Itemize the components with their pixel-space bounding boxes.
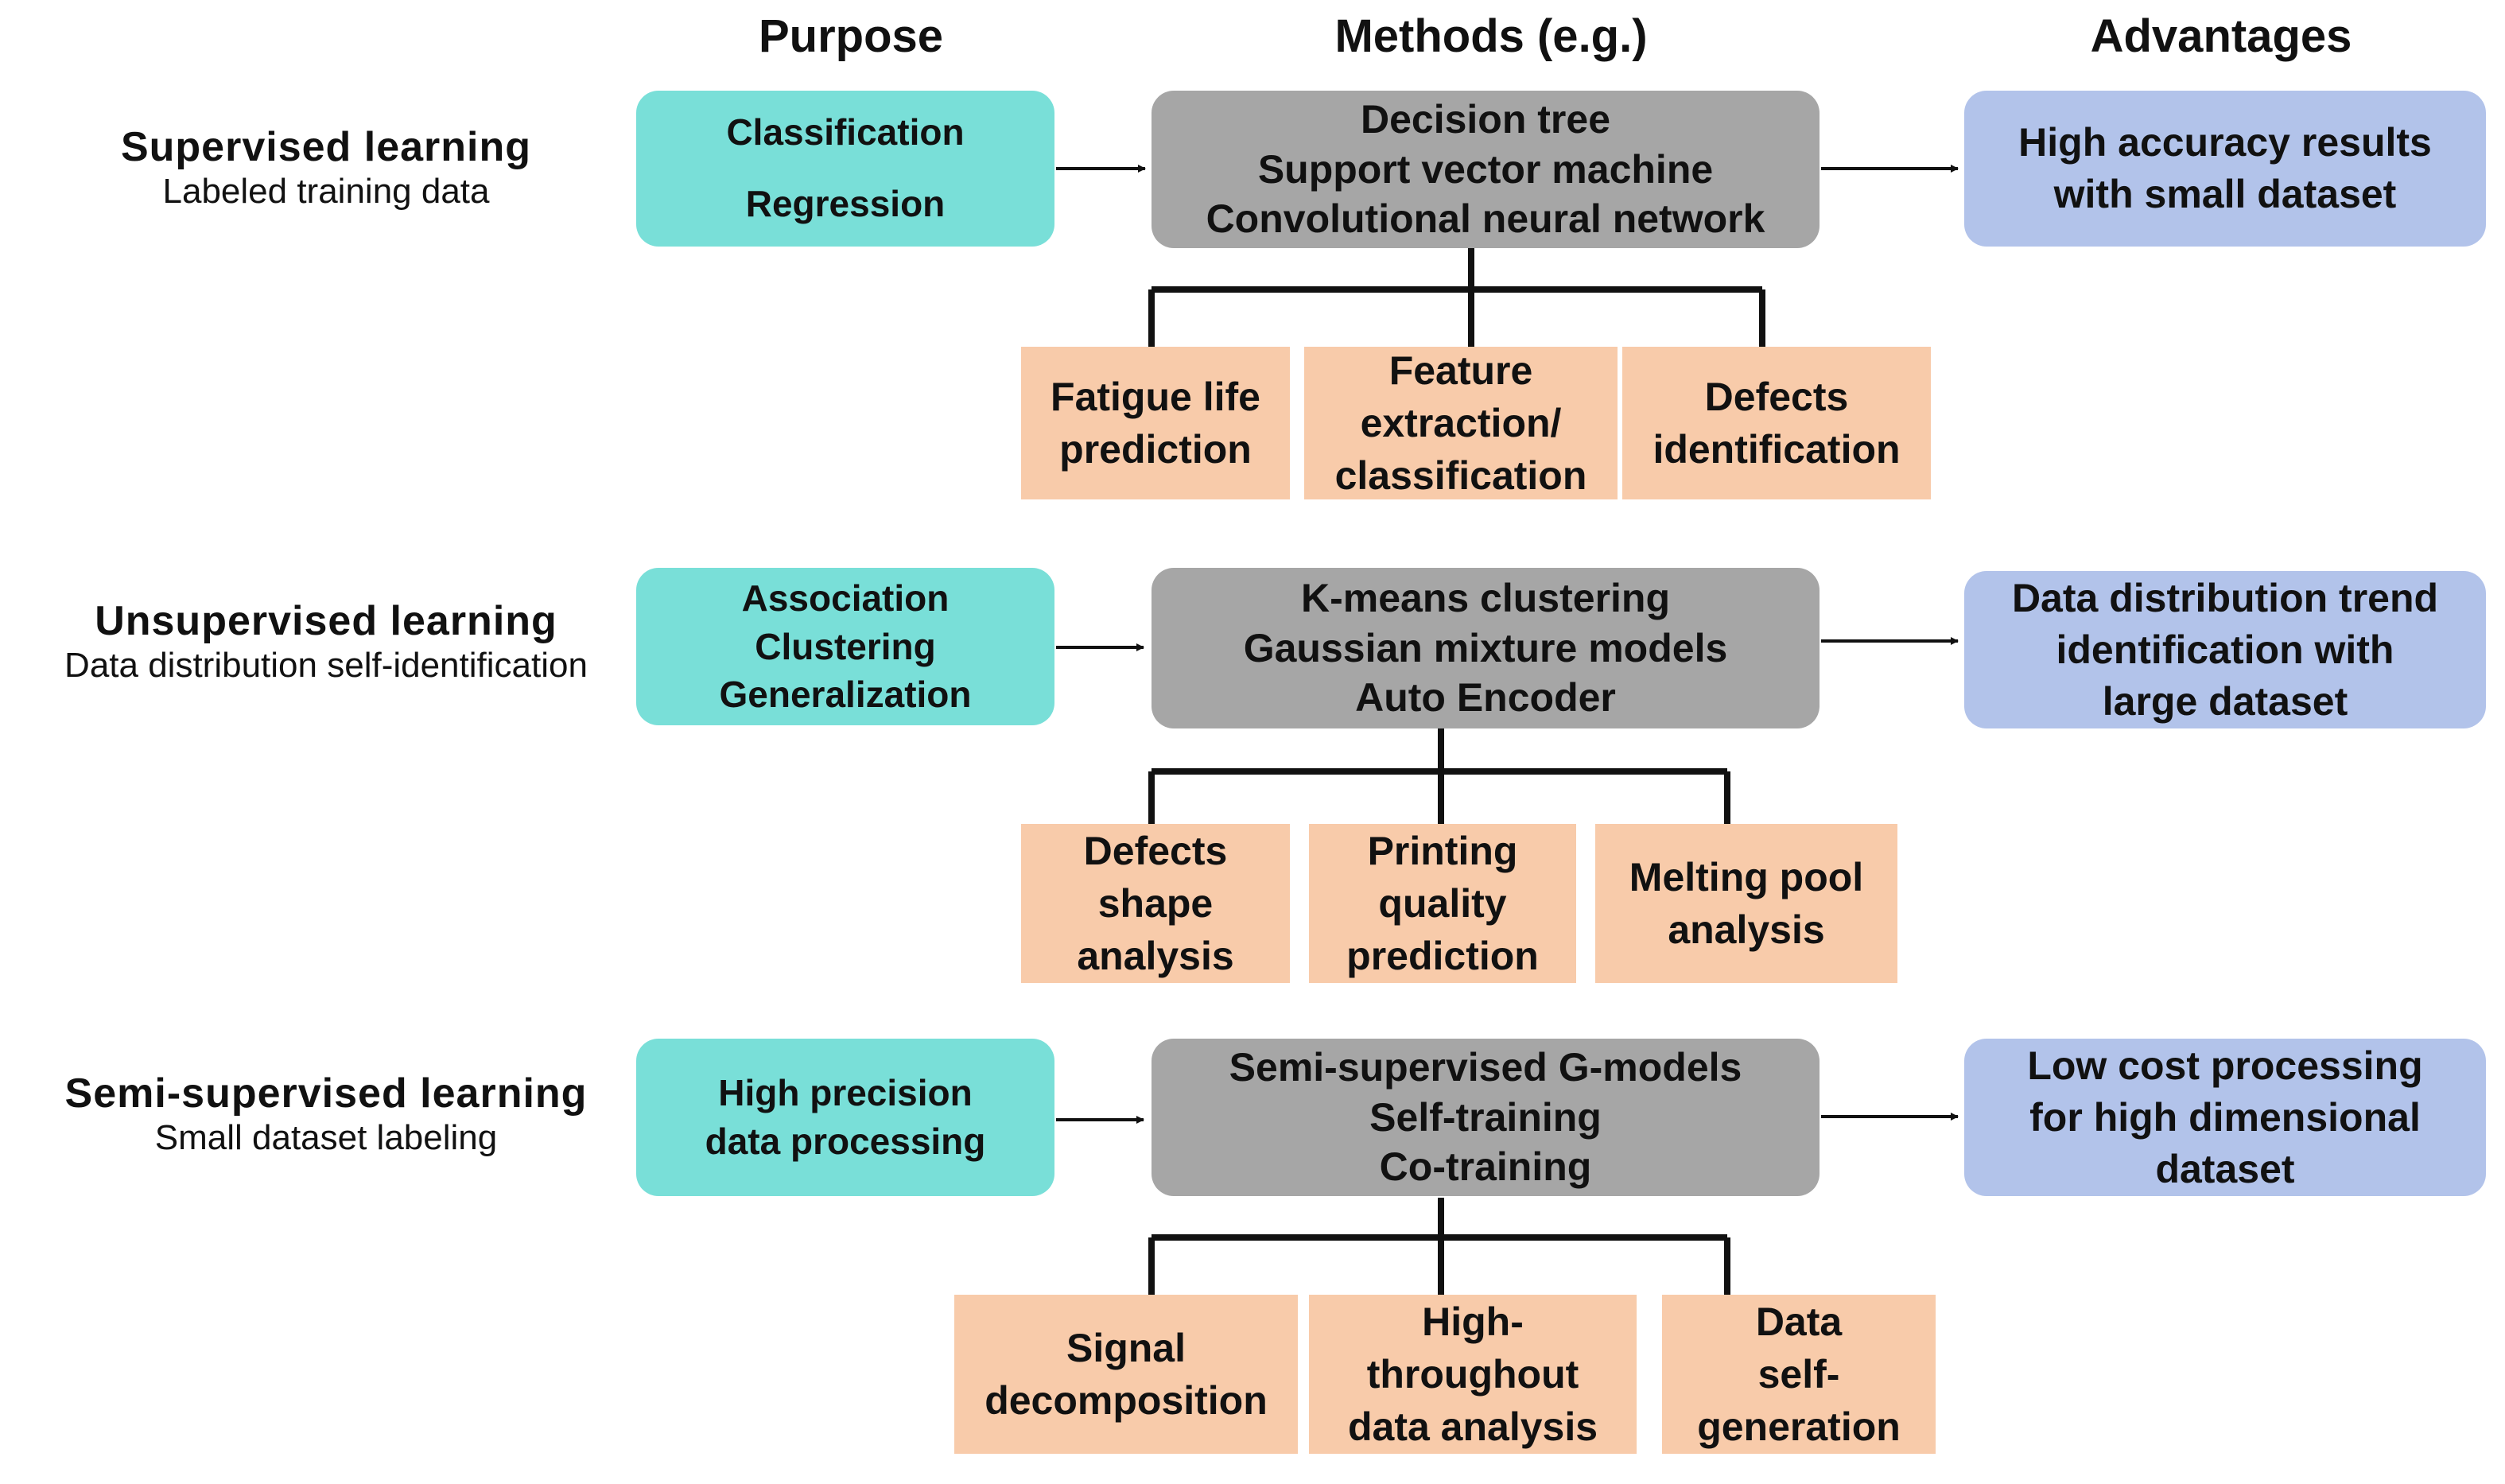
header-advantages: Advantages — [2090, 10, 2352, 62]
category-unsupervised: Unsupervised learning Data distribution … — [8, 598, 644, 686]
application-box-data-self-generation: Data self- generation — [1662, 1295, 1936, 1454]
purpose-line: Regression — [745, 183, 946, 224]
application-line: decomposition — [985, 1378, 1268, 1423]
application-line: Signal — [1066, 1326, 1186, 1370]
method-line: Gaussian mixture models — [1243, 625, 1728, 670]
application-line: identification — [1653, 427, 1901, 472]
header-methods: Methods (e.g.) — [1334, 10, 1648, 62]
application-box-melting-pool: Melting pool analysis — [1595, 824, 1897, 983]
category-name: Supervised learning — [120, 124, 532, 170]
method-line: Decision tree — [1360, 97, 1610, 142]
purpose-line: High precision — [718, 1072, 973, 1114]
category-name: Unsupervised learning — [95, 598, 557, 644]
advantage-box-unsupervised: Data distribution trend identification w… — [1964, 571, 2486, 728]
tree-connector-3 — [1148, 1198, 1730, 1295]
methods-box-unsupervised: K-means clustering Gaussian mixture mode… — [1152, 568, 1820, 728]
application-line: Fatigue life — [1051, 375, 1260, 419]
application-line: shape — [1097, 881, 1214, 926]
application-box-defects-shape: Defects shape analysis — [1021, 824, 1290, 983]
application-line: High- — [1422, 1299, 1524, 1344]
method-line: K-means clustering — [1300, 576, 1670, 621]
application-line: extraction/ — [1360, 401, 1562, 445]
method-line: Self-training — [1369, 1094, 1602, 1140]
application-box-high-throughout: High- throughout data analysis — [1309, 1295, 1637, 1454]
category-supervised: Supervised learning Labeled training dat… — [8, 124, 644, 212]
application-line: analysis — [1077, 934, 1234, 978]
application-box-printing-quality: Printing quality prediction — [1309, 824, 1576, 983]
category-semi-supervised: Semi-supervised learning Small dataset l… — [8, 1070, 644, 1158]
method-line: Semi-supervised G-models — [1229, 1045, 1742, 1090]
application-box-fatigue-life: Fatigue life prediction — [1021, 347, 1290, 499]
method-line: Co-training — [1379, 1144, 1592, 1190]
application-line: Feature — [1388, 348, 1533, 393]
application-line: Defects — [1083, 829, 1228, 873]
advantage-line: large dataset — [2102, 678, 2348, 724]
purpose-line: Generalization — [719, 674, 972, 716]
application-line: self- — [1757, 1352, 1840, 1397]
application-box-defects-identification: Defects identification — [1622, 347, 1931, 499]
tree-connector-2 — [1148, 728, 1730, 824]
category-subtitle: Data distribution self-identification — [64, 645, 588, 685]
application-line: Defects — [1704, 375, 1849, 419]
advantage-box-supervised: High accuracy results with small dataset — [1964, 91, 2486, 247]
method-line: Auto Encoder — [1355, 675, 1616, 721]
application-line: prediction — [1059, 427, 1252, 472]
purpose-box-supervised: Classification Regression — [636, 91, 1054, 247]
application-box-signal-decomposition: Signal decomposition — [954, 1295, 1298, 1454]
purpose-box-unsupervised: Association Clustering Generalization — [636, 568, 1054, 725]
purpose-line: data processing — [705, 1121, 986, 1162]
category-subtitle: Small dataset labeling — [154, 1117, 498, 1157]
methods-box-semi-supervised: Semi-supervised G-models Self-training C… — [1152, 1039, 1820, 1196]
application-line: generation — [1697, 1404, 1901, 1449]
category-name: Semi-supervised learning — [64, 1070, 588, 1117]
advantage-line: High accuracy results — [2018, 120, 2432, 165]
application-line: Printing — [1367, 829, 1518, 873]
advantage-line: Data distribution trend — [2011, 575, 2439, 620]
advantage-line: with small dataset — [2053, 172, 2397, 216]
application-line: classification — [1334, 453, 1587, 498]
advantage-line: identification with — [2056, 627, 2394, 672]
advantage-line: Low cost processing — [2027, 1043, 2423, 1088]
application-line: Data — [1755, 1299, 1843, 1344]
advantage-box-semi-supervised: Low cost processing for high dimensional… — [1964, 1039, 2486, 1196]
application-box-feature-extraction: Feature extraction/ classification — [1304, 347, 1618, 499]
application-line: prediction — [1346, 934, 1539, 978]
purpose-line: Clustering — [755, 625, 936, 667]
method-line: Convolutional neural network — [1206, 196, 1765, 242]
application-line: analysis — [1668, 907, 1825, 952]
application-line: Melting pool — [1629, 855, 1864, 899]
tree-connector-1 — [1148, 248, 1765, 347]
methods-box-supervised: Decision tree Support vector machine Con… — [1152, 91, 1820, 248]
purpose-box-semi-supervised: High precision data processing — [636, 1039, 1054, 1196]
advantage-line: for high dimensional — [2029, 1094, 2421, 1140]
purpose-line: Association — [741, 577, 950, 619]
application-line: quality — [1378, 881, 1507, 926]
header-purpose: Purpose — [758, 10, 944, 62]
application-line: throughout — [1366, 1352, 1579, 1397]
application-line: data analysis — [1347, 1404, 1598, 1449]
advantage-line: dataset — [2155, 1146, 2295, 1191]
purpose-line: Classification — [726, 111, 965, 153]
category-subtitle: Labeled training data — [162, 171, 490, 211]
method-line: Support vector machine — [1257, 146, 1714, 192]
